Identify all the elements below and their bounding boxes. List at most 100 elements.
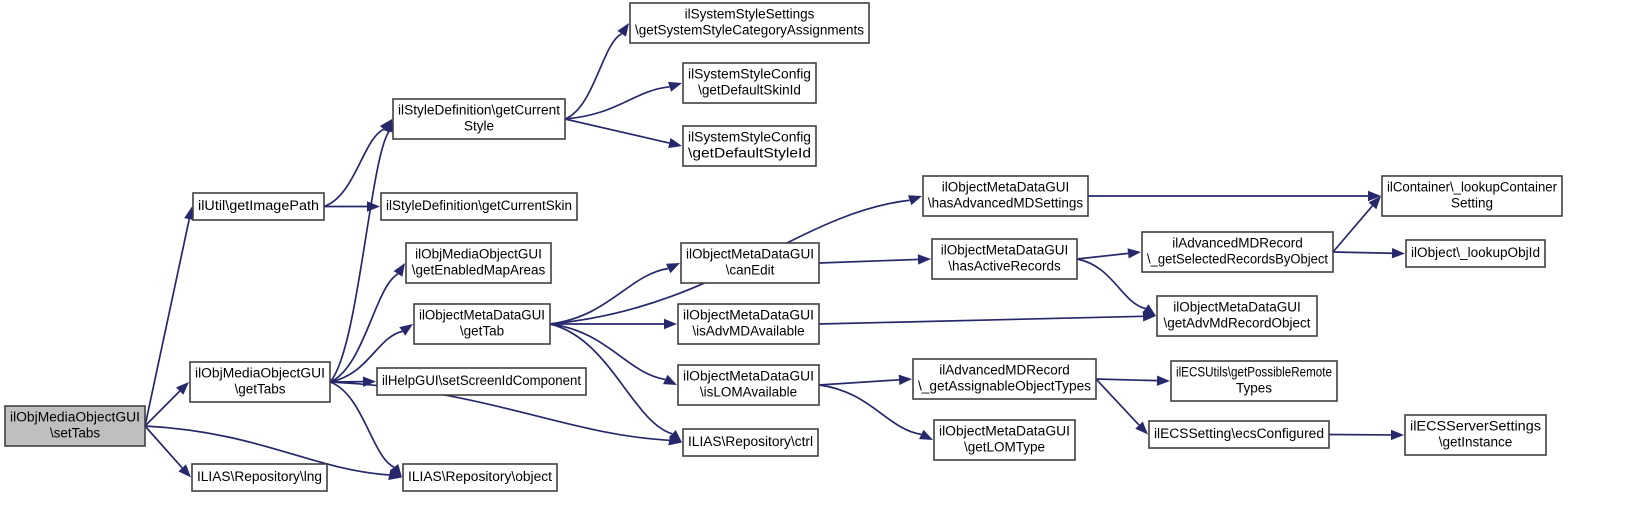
graph-node-defaultSkinId[interactable]: ilSystemStyleConfig\getDefaultSkinId — [682, 62, 817, 104]
node-box[interactable] — [4, 405, 146, 447]
graph-node-selRecords[interactable]: ilAdvancedMDRecord\_getSelectedRecordsBy… — [1141, 231, 1334, 273]
node-box[interactable] — [413, 303, 551, 345]
node-label-line: ilObjectMetaDataGUI — [941, 243, 1069, 258]
node-box[interactable] — [402, 463, 558, 492]
graph-node-lookupObjId[interactable]: ilObject\_lookupObjId — [1405, 239, 1546, 268]
call-edge-getTabs-to-mapAreas — [329, 263, 405, 383]
graph-node-getImagePath[interactable]: ilUtil\getImagePath — [192, 192, 325, 221]
node-label-line: ilObjMediaObjectGUI — [195, 366, 325, 381]
graph-node-getLOMType[interactable]: ilObjectMetaDataGUI\getLOMType — [933, 419, 1076, 461]
node-box[interactable] — [392, 98, 566, 140]
call-edge-hasActiveRec-to-advMdRecObj — [1076, 258, 1156, 316]
node-label-line: ilObjMediaObjectGUI — [10, 410, 140, 425]
graph-node-defaultStyleId[interactable]: ilSystemStyleConfig\getDefaultStyleId — [682, 125, 817, 167]
graph-node-setTabs[interactable]: ilObjMediaObjectGUI\setTabs — [4, 405, 146, 447]
call-edge-isLOM-to-getLOMType — [818, 384, 933, 440]
graph-node-getCurrentSkin[interactable]: ilStyleDefinition\getCurrentSkin — [380, 192, 578, 221]
node-label-line: ilObjectMetaDataGUI — [419, 308, 545, 323]
graph-node-hasAdvMDSet[interactable]: ilObjectMetaDataGUI\hasAdvancedMDSetting… — [922, 175, 1089, 217]
node-box[interactable] — [677, 364, 820, 406]
node-box[interactable] — [682, 62, 817, 104]
call-edge-selRecords-to-lookupObjId — [1332, 248, 1405, 259]
node-label-line: Style — [464, 119, 494, 134]
graph-node-canEdit[interactable]: ilObjectMetaDataGUI\canEdit — [680, 242, 820, 284]
call-edge-assignTypes-to-remoteTypes — [1095, 375, 1170, 386]
node-box[interactable] — [1381, 175, 1563, 217]
node-label-line: \getInstance — [1439, 435, 1513, 450]
graph-node-setScreenId[interactable]: ilHelpGUI\setScreenIdComponent — [376, 367, 587, 396]
arrow-head-icon — [1391, 248, 1405, 259]
graph-node-getTabs[interactable]: ilObjMediaObjectGUI\getTabs — [189, 361, 331, 403]
graph-node-getTab[interactable]: ilObjectMetaDataGUI\getTab — [413, 303, 551, 345]
arrow-head-icon — [919, 429, 933, 440]
node-box[interactable] — [933, 419, 1076, 461]
node-box[interactable] — [1148, 420, 1330, 449]
call-edge-setTabs-to-lng — [144, 425, 191, 478]
node-box[interactable] — [682, 125, 817, 167]
node-box[interactable] — [405, 242, 552, 284]
node-label-line: ilUtil\getImagePath — [198, 198, 319, 213]
arrow-head-icon — [664, 318, 677, 330]
graph-node-mapAreas[interactable]: ilObjMediaObjectGUI\getEnabledMapAreas — [405, 242, 552, 284]
graph-node-catAssign[interactable]: ilSystemStyleSettings\getSystemStyleCate… — [629, 2, 870, 44]
node-label-line: \_getAssignableObjectTypes — [918, 379, 1091, 394]
call-edge-isAdvMD-to-advMdRecObj — [818, 311, 1156, 325]
call-edge-isLOM-to-assignTypes — [818, 374, 912, 386]
call-edge-getTab-to-ctrl — [549, 323, 682, 443]
arrow-head-icon — [1156, 375, 1170, 386]
node-box[interactable] — [192, 192, 325, 221]
node-box[interactable] — [1170, 360, 1338, 402]
node-label-line: \getAdvMdRecordObject — [1163, 316, 1310, 331]
arrow-head-icon — [617, 23, 629, 37]
call-edge-getImagePath-to-getCurrentStyle — [323, 119, 392, 208]
arrow-head-icon — [917, 254, 931, 265]
graph-node-ecsConfigured[interactable]: ilECSSetting\ecsConfigured — [1148, 420, 1330, 449]
node-box[interactable] — [931, 238, 1078, 280]
node-box[interactable] — [380, 192, 578, 221]
node-label-line: ilObjectMetaDataGUI — [939, 424, 1070, 439]
graph-node-ctrl[interactable]: ILIAS\Repository\ctrl — [682, 428, 819, 457]
arrow-head-icon — [388, 469, 402, 481]
arrow-head-icon — [399, 324, 413, 336]
node-box[interactable] — [680, 242, 820, 284]
node-box[interactable] — [922, 175, 1089, 217]
graph-node-lng[interactable]: ILIAS\Repository\lng — [191, 463, 328, 492]
node-label-line: Types — [1236, 381, 1272, 396]
call-edge-getTab-to-isLOM — [549, 323, 677, 385]
node-box[interactable] — [912, 358, 1097, 400]
call-edge-getCurrentStyle-to-catAssign — [564, 23, 629, 120]
node-box[interactable] — [376, 367, 587, 396]
graph-node-isLOM[interactable]: ilObjectMetaDataGUI\isLOMAvailable — [677, 364, 820, 406]
node-box[interactable] — [1141, 231, 1334, 273]
node-label-line: \getEnabledMapAreas — [412, 263, 546, 278]
graph-node-isAdvMD[interactable]: ilObjectMetaDataGUI\isAdvMDAvailable — [677, 303, 820, 345]
arrow-head-icon — [389, 464, 402, 478]
graph-node-advMdRecObj[interactable]: ilObjectMetaDataGUI\getAdvMdRecordObject — [1156, 295, 1318, 337]
graph-node-hasActiveRec[interactable]: ilObjectMetaDataGUI\hasActiveRecords — [931, 238, 1078, 280]
graph-node-serverSettings[interactable]: ilECSServerSettings\getInstance — [1404, 414, 1547, 456]
node-label-line: ilObjMediaObjectGUI — [415, 247, 542, 262]
node-label-line: ilECSUtils\getPossibleRemote — [1176, 365, 1332, 380]
node-box[interactable] — [629, 2, 870, 44]
node-box[interactable] — [677, 303, 820, 345]
node-box[interactable] — [1405, 239, 1546, 268]
arrow-head-icon — [668, 429, 682, 443]
node-box[interactable] — [1156, 295, 1318, 337]
node-label-line: ilObjectMetaDataGUI — [683, 308, 814, 323]
node-box[interactable] — [1404, 414, 1547, 456]
node-label-line: ilHelpGUI\setScreenIdComponent — [382, 373, 581, 388]
node-label-line: ilSystemStyleConfig — [688, 67, 811, 82]
graph-node-assignTypes[interactable]: ilAdvancedMDRecord\_getAssignableObjectT… — [912, 358, 1097, 400]
call-edge-hasAdvMDSet-to-lookupContainer — [1088, 190, 1381, 202]
node-box[interactable] — [191, 463, 328, 492]
node-label-line: \hasAdvancedMDSettings — [928, 196, 1084, 211]
arrow-head-icon — [666, 263, 680, 274]
graph-node-object[interactable]: ILIAS\Repository\object — [402, 463, 558, 492]
node-box[interactable] — [682, 428, 819, 457]
node-box[interactable] — [189, 361, 331, 403]
node-label-line: ilObjectMetaDataGUI — [683, 369, 814, 384]
